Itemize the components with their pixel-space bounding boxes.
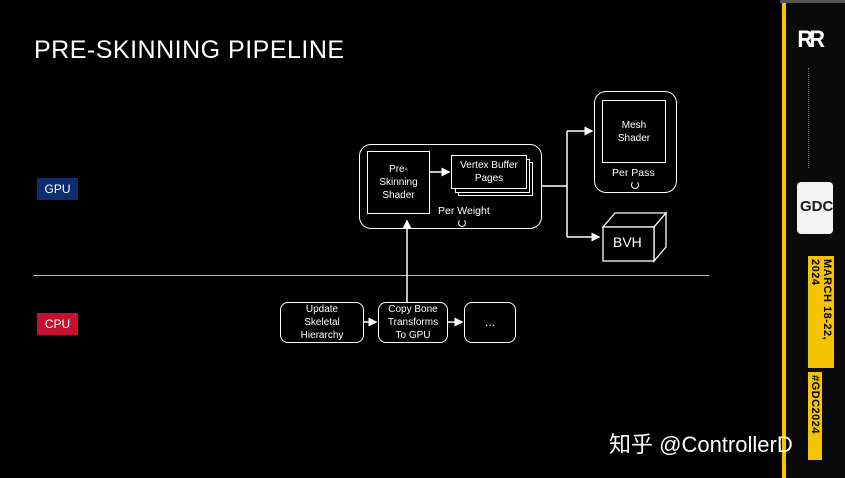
loop-icon [631, 181, 639, 189]
preskinning-container [359, 144, 542, 229]
gpu-cpu-divider [33, 275, 709, 276]
gdc-logo-bg [797, 182, 833, 234]
per-pass-label: Per Pass [612, 167, 655, 179]
preskinning-shader-box: Pre- Skinning Shader [367, 151, 430, 214]
bvh-label: BVH [613, 234, 642, 250]
ellipsis-box: ... [464, 302, 516, 343]
per-weight-label: Per Weight [438, 205, 490, 217]
bvh-cube-icon [601, 211, 668, 263]
update-hierarchy-box: Update Skeletal Hierarchy [280, 302, 364, 343]
event-hashtag: #GDC2024 [808, 372, 822, 460]
mesh-shader-box: Mesh Shader [602, 100, 666, 163]
vertex-buffer-pages-box: Vertex Buffer Pages [451, 155, 527, 189]
cpu-tag: CPU [37, 313, 78, 335]
sidebar-stripe [782, 3, 786, 478]
connector-arrows [364, 126, 601, 327]
mesh-shader-container [594, 91, 677, 193]
copy-bone-transforms-box: Copy Bone Transforms To GPU [378, 302, 448, 343]
gpu-tag: GPU [37, 178, 78, 200]
sidebar-fine-print [808, 68, 817, 168]
rr-logo: RR [797, 26, 825, 53]
zhihu-watermark: 知乎 @ControllerD [609, 432, 793, 457]
loop-icon [458, 219, 466, 227]
gdc-logo: GDC [800, 198, 834, 215]
slide-title: PRE-SKINNING PIPELINE [34, 36, 345, 64]
slide: PRE-SKINNING PIPELINE GPU CPU Pre- Skinn… [33, 36, 709, 343]
event-dates: MARCH 18-22, 2024 [808, 256, 834, 368]
